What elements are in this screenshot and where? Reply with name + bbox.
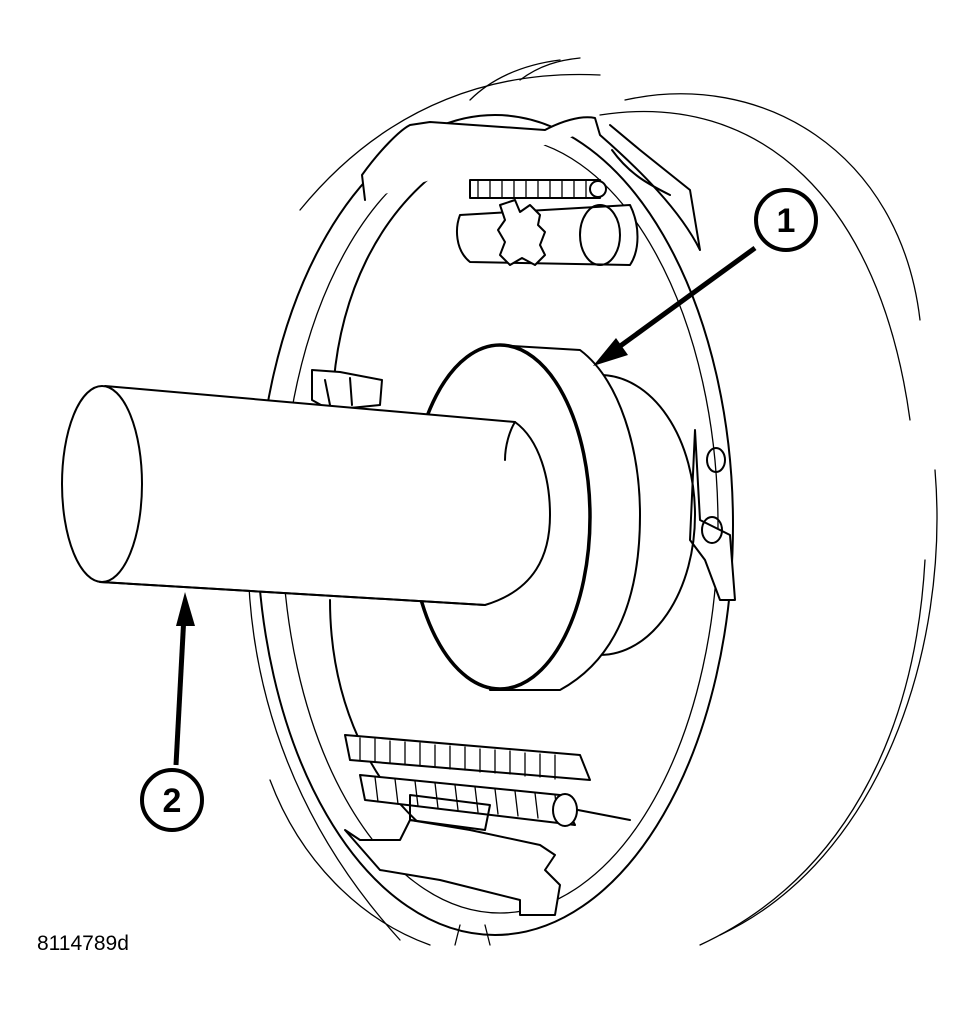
left-shoe-clip <box>311 369 383 411</box>
brake-shoe-upper <box>361 116 701 251</box>
callout-2: 2 <box>140 592 204 832</box>
brake-shoe-lower <box>344 794 561 916</box>
callout-1-label: 1 <box>777 202 796 240</box>
figure-id: 8114789d <box>37 932 129 955</box>
callout-2-circle <box>140 768 204 832</box>
callout-1-circle <box>754 188 818 252</box>
callout-2-label: 2 <box>163 782 182 820</box>
right-anchor <box>689 429 736 601</box>
adjuster-spring <box>469 179 607 199</box>
callout-1: 1 <box>593 188 818 366</box>
lower-return-spring <box>344 734 631 827</box>
installer-tool <box>61 385 551 606</box>
star-wheel-adjuster <box>456 199 639 266</box>
brake-drum <box>247 57 938 946</box>
